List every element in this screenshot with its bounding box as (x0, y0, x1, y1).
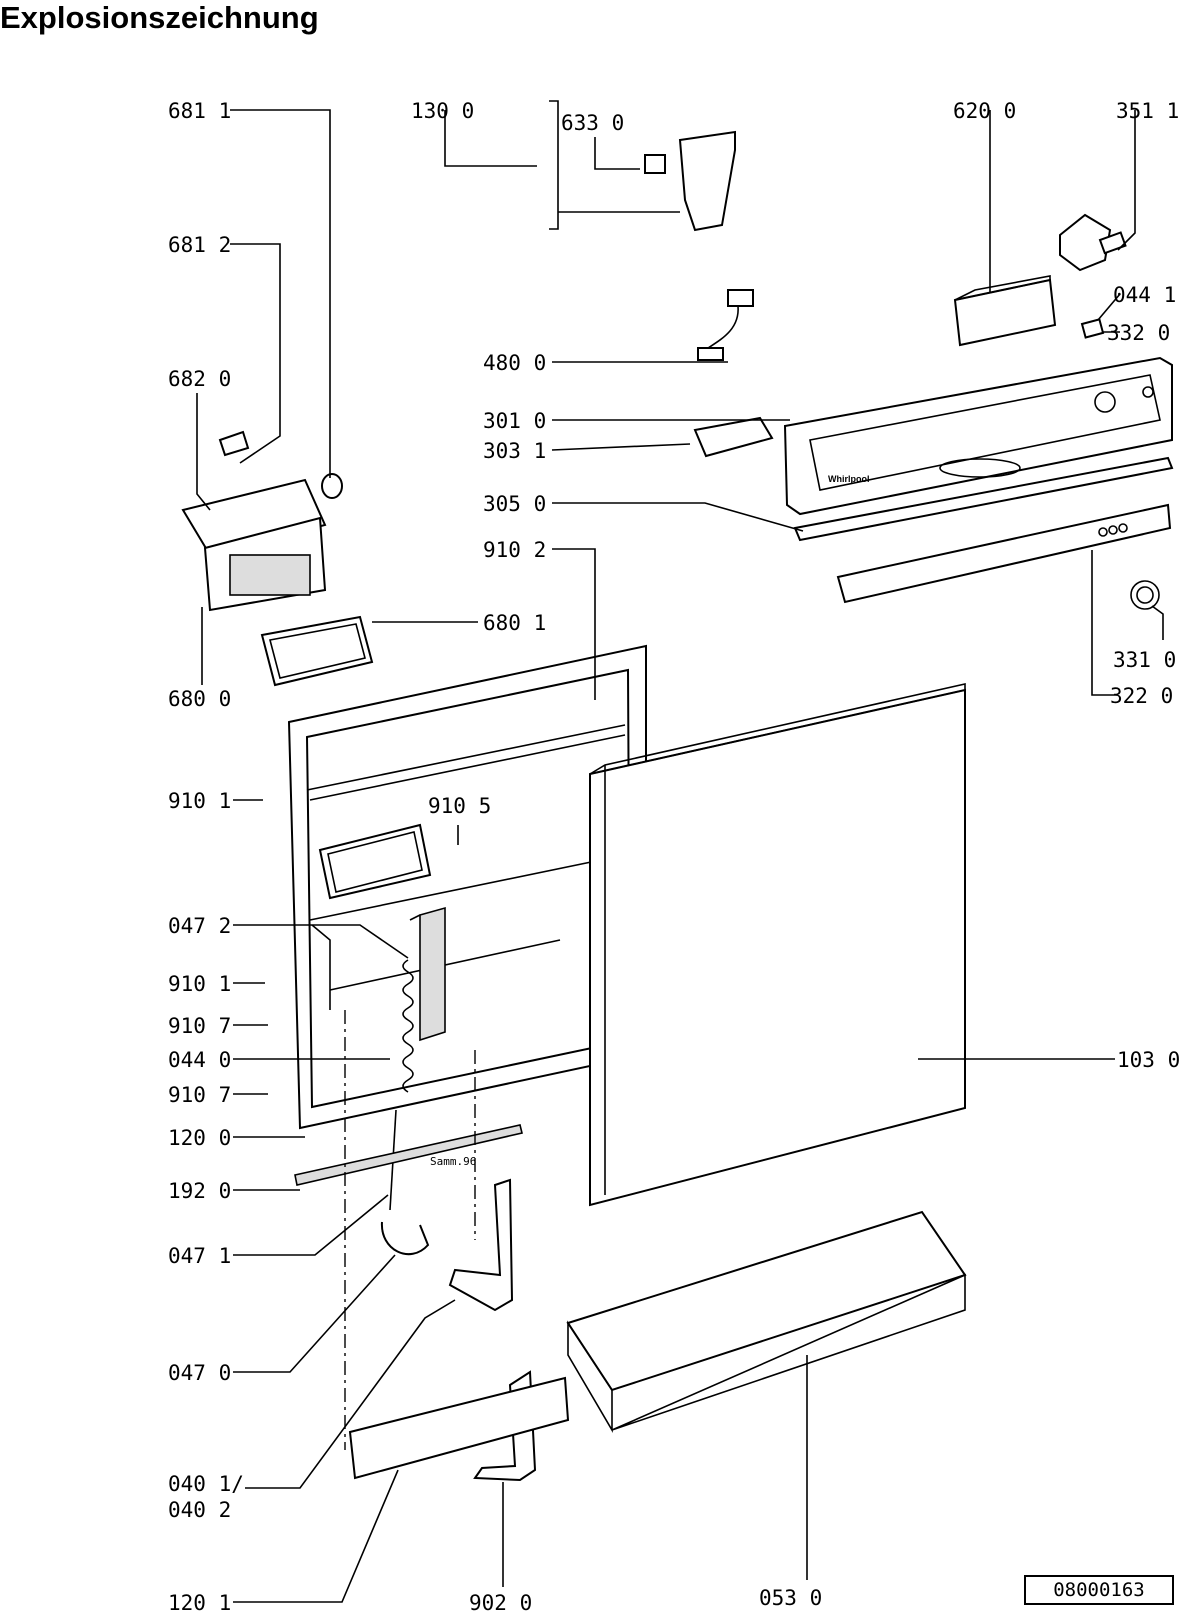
label-910-2: 910 2 (483, 538, 546, 562)
label-331-0: 331 0 (1113, 648, 1176, 672)
control-panel-fascia: Whirlpool (783, 356, 1173, 516)
plinth-panel (566, 1210, 967, 1433)
hinge-lever (380, 1178, 514, 1312)
leader-lines (196, 100, 1164, 1603)
label-682-0: 682 0 (168, 367, 231, 391)
trim-strip (793, 456, 1174, 542)
label-130-0: 130 0 (411, 99, 474, 123)
label-301-0: 301 0 (483, 409, 546, 433)
label-047-1: 047 1 (168, 1244, 231, 1268)
detergent-dispenser (181, 430, 343, 612)
label-480-0: 480 0 (483, 351, 546, 375)
label-681-2: 681 2 (168, 233, 231, 257)
label-053-0: 053 0 (759, 1586, 822, 1610)
label-047-0: 047 0 (168, 1361, 231, 1385)
document-number-box: 08000163 (1024, 1575, 1174, 1605)
dispenser-gasket (260, 615, 374, 687)
label-305-0: 305 0 (483, 492, 546, 516)
label-120-0: 120 0 (168, 1126, 231, 1150)
label-044-0: 044 0 (168, 1048, 231, 1072)
cable-harness (697, 289, 754, 361)
label-120-1: 120 1 (168, 1591, 231, 1614)
label-047-2: 047 2 (168, 914, 231, 938)
knob-assembly (1059, 213, 1160, 610)
label-910-1-lower: 910 1 (168, 972, 231, 996)
label-103-0: 103 0 (1117, 1048, 1180, 1072)
electronic-module (953, 275, 1057, 347)
label-322-0: 322 0 (1110, 684, 1173, 708)
part-labels: 681 1 681 2 682 0 680 0 680 1 130 0 633 … (168, 99, 1180, 1614)
label-192-0: 192 0 (168, 1179, 231, 1203)
page-title: Explosionszeichnung (0, 0, 319, 35)
label-303-1: 303 1 (483, 439, 546, 463)
label-902-0: 902 0 (469, 1591, 532, 1614)
label-620-0: 620 0 (953, 99, 1016, 123)
label-910-1-upper: 910 1 (168, 789, 231, 813)
brand-mark: Whirlpool (828, 474, 870, 484)
label-680-1: 680 1 (483, 611, 546, 635)
label-332-0: 332 0 (1107, 321, 1170, 345)
seal-strip: Samm.96 (294, 1124, 523, 1186)
label-040-1: 040 1/ (168, 1472, 244, 1496)
label-910-5: 910 5 (428, 794, 491, 818)
label-633-0: 633 0 (561, 111, 624, 135)
hinge-rail (409, 906, 446, 1042)
label-044-1: 044 1 (1113, 283, 1176, 307)
outer-door-panel (589, 683, 966, 1207)
door-handle-button (693, 416, 774, 458)
label-681-1: 681 1 (168, 99, 231, 123)
label-680-0: 680 0 (168, 687, 231, 711)
clip-note: Samm.96 (430, 1155, 476, 1168)
lower-control-strip (836, 503, 1172, 604)
label-910-7-lower: 910 7 (168, 1083, 231, 1107)
label-040-2: 040 2 (168, 1498, 231, 1522)
label-910-7-upper: 910 7 (168, 1014, 231, 1038)
hinge-bracket (644, 130, 736, 232)
label-351-1: 351 1 (1116, 99, 1179, 123)
frame-gasket (318, 823, 432, 900)
lower-door-bar (348, 1376, 570, 1480)
